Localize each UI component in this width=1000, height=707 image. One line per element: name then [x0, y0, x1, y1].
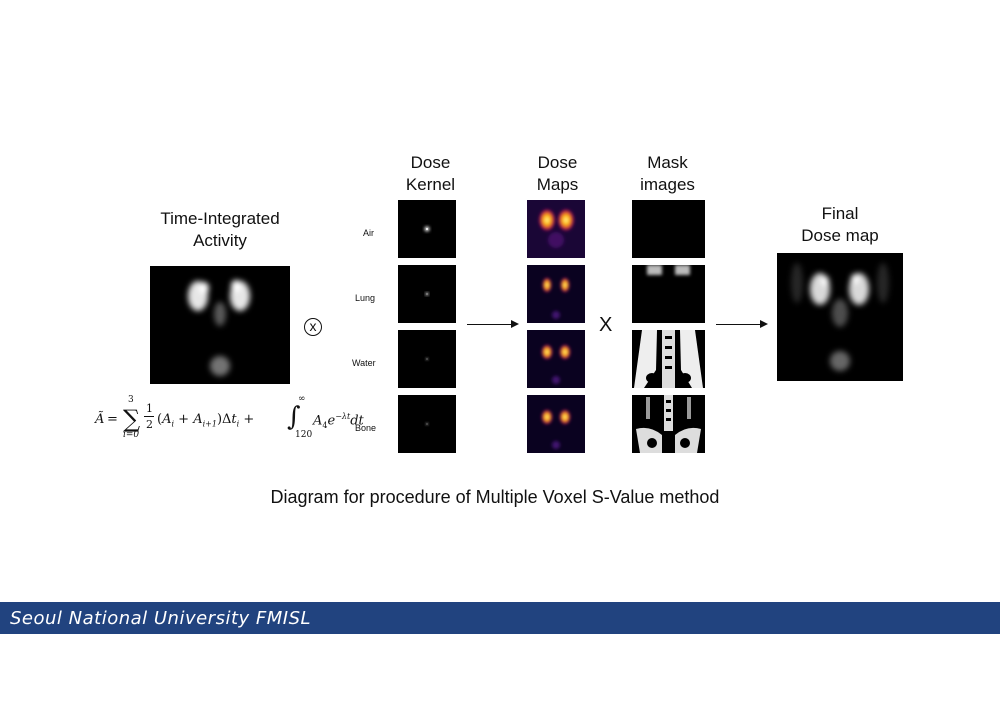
final-heading: Final Dose map — [780, 203, 900, 247]
maps-heading-line1: Dose — [537, 153, 578, 172]
tia-heading-line1: Time-Integrated — [160, 209, 280, 228]
maps-heading: Dose Maps — [510, 152, 605, 196]
footer-text: Seoul National University FMISL — [10, 608, 312, 629]
dose-map-air — [527, 200, 585, 258]
dose-map-lung — [527, 265, 585, 323]
formula-int-lower: 120 — [295, 430, 313, 440]
kernel-water — [398, 330, 456, 388]
formula-int-upper: ∞ — [298, 394, 306, 404]
tia-image — [150, 266, 290, 384]
tia-heading: Time-Integrated Activity — [135, 208, 305, 252]
dose-map-bone — [527, 395, 585, 453]
multiply-operator: X — [599, 314, 613, 336]
formula-frac-num: 1 — [146, 402, 153, 415]
convolve-symbol: x — [309, 318, 317, 334]
kernel-air — [398, 200, 456, 258]
mask-lung — [632, 265, 705, 323]
final-heading-line1: Final — [821, 204, 859, 223]
row-label-air: Air — [363, 228, 374, 238]
mask-heading-line2: images — [640, 175, 695, 194]
maps-heading-line2: Maps — [536, 175, 579, 194]
tia-formula: Ã = ∑ 3 i=0 1 2 (Ai + Ai+1)Δti + ∫ ∞ 120… — [95, 394, 364, 440]
kernel-bone — [398, 395, 456, 453]
row-label-bone: Bone — [355, 423, 377, 433]
mask-air — [632, 200, 705, 258]
final-heading-line2: Dose map — [801, 226, 879, 245]
final-dose-map-image — [777, 253, 903, 381]
footer-banner: Seoul National University FMISL — [0, 602, 1000, 634]
mask-water — [632, 330, 705, 388]
tia-heading-line2: Activity — [193, 231, 247, 250]
formula-frac-den: 2 — [146, 418, 153, 431]
kernel-lung — [398, 265, 456, 323]
formula-lhs: Ã — [95, 412, 105, 427]
mask-bone — [632, 395, 705, 453]
kernel-heading-line2: Kernel — [405, 175, 456, 194]
kernel-heading-line1: Dose — [410, 153, 451, 172]
formula-sum-lower: i=0 — [123, 430, 140, 440]
diagram-caption: Diagram for procedure of Multiple Voxel … — [270, 487, 720, 507]
row-label-lung: Lung — [355, 293, 376, 303]
mask-heading-line1: Mask — [647, 153, 688, 172]
row-label-water: Water — [352, 358, 376, 368]
arrow-to-final-dose-map — [716, 320, 768, 328]
dose-map-water — [527, 330, 585, 388]
mask-heading: Mask images — [620, 152, 715, 196]
arrow-to-dose-maps — [467, 320, 519, 328]
formula-sum-upper: 3 — [128, 395, 134, 405]
kernel-heading: Dose Kernel — [383, 152, 478, 196]
convolve-operator: x — [304, 318, 322, 336]
